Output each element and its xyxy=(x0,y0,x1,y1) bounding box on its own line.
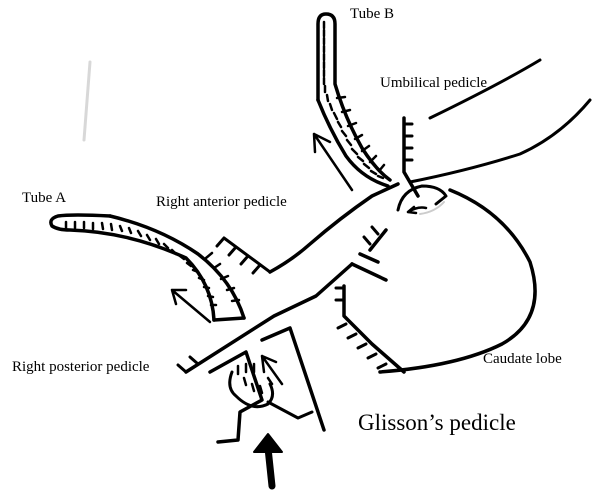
right-anterior-ticks xyxy=(217,238,270,273)
arrow-tube-b xyxy=(314,134,352,190)
umbilical-pedicle xyxy=(404,118,418,196)
umbilical-pedicle-label: Umbilical pedicle xyxy=(380,76,487,91)
trunk-left-wall xyxy=(186,230,386,372)
caudate-lobe-label: Caudate lobe xyxy=(483,352,562,367)
trunk-left-ticks xyxy=(178,227,378,372)
trunk-inner-gap xyxy=(352,254,386,280)
arrow-insertion-head xyxy=(254,434,282,452)
tube-b-label: Tube B xyxy=(350,7,394,22)
caudate-lobe-outline xyxy=(380,190,535,372)
arrow-insertion xyxy=(268,448,272,486)
right-anterior-pedicle xyxy=(270,184,398,272)
faint-streak xyxy=(84,62,90,140)
glisson-inner-loop xyxy=(230,372,273,407)
tube-a-label: Tube A xyxy=(22,191,66,206)
trunk-right-wall xyxy=(344,286,404,372)
caudate-entry-arrow xyxy=(408,207,426,213)
liver-outline xyxy=(410,100,590,182)
tube-a-hatching xyxy=(66,222,216,305)
glissons-pedicle-label: Glisson’s pedicle xyxy=(358,411,516,434)
right-anterior-pedicle-label: Right anterior pedicle xyxy=(156,195,287,210)
trunk-right-ticks xyxy=(336,288,386,368)
glisson-lower-lip xyxy=(268,402,312,418)
right-posterior-pedicle-label: Right posterior pedicle xyxy=(12,360,149,375)
arrow-inner-glisson xyxy=(262,356,282,384)
tube-b-hatching xyxy=(324,22,383,178)
arrow-tube-a xyxy=(172,290,210,322)
